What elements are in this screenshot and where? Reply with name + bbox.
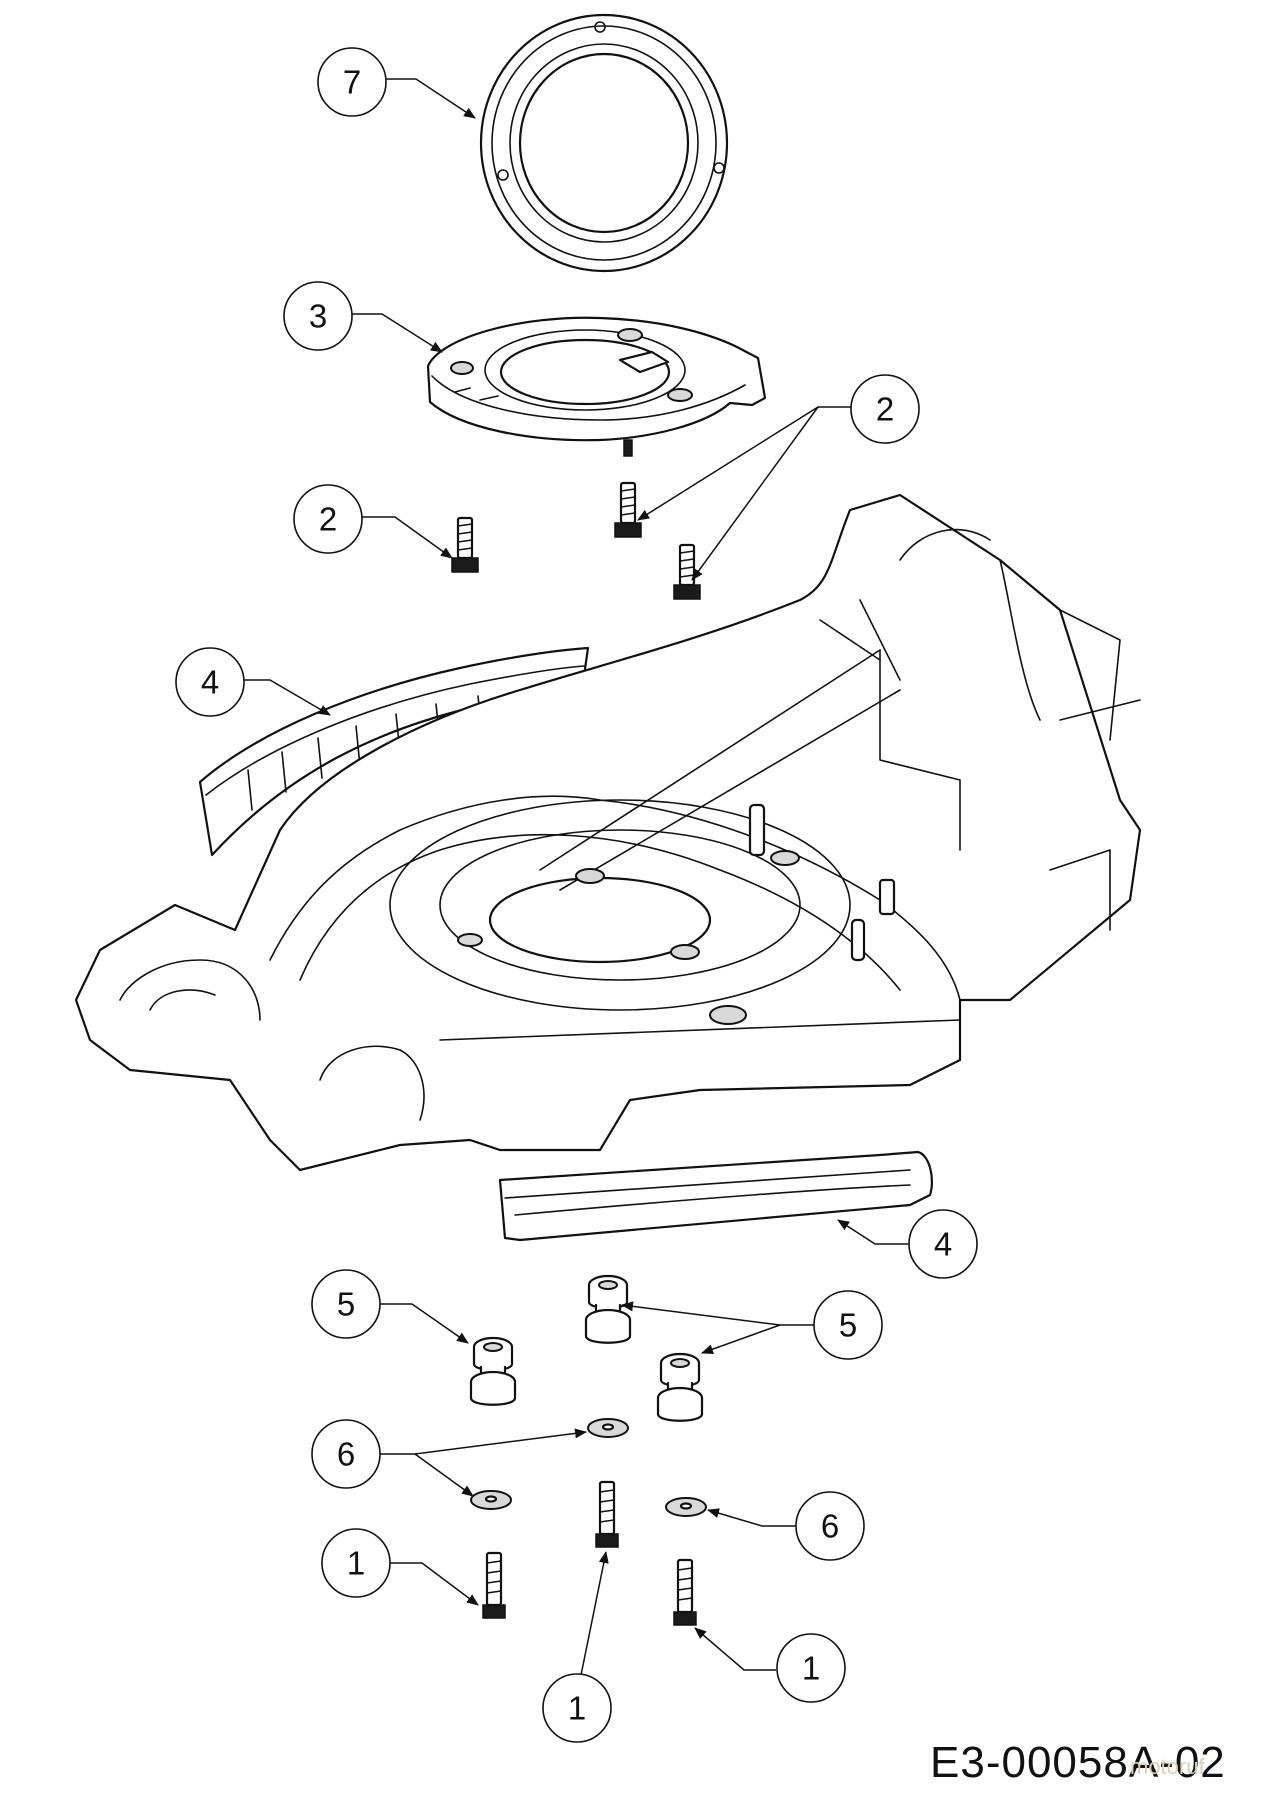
part-6-washer-left — [470, 1490, 512, 1510]
svg-text:4: 4 — [201, 664, 219, 701]
part-4-bumper-front — [498, 1150, 934, 1242]
part-2-screw-middle — [614, 481, 642, 538]
svg-text:6: 6 — [821, 1508, 839, 1545]
svg-text:7: 7 — [343, 64, 361, 101]
part-1-bolt-right — [673, 1558, 697, 1626]
part-1-bolt-left — [482, 1551, 506, 1619]
svg-text:6: 6 — [337, 1436, 355, 1473]
part-1-bolt-middle — [595, 1480, 619, 1548]
callout-5-right: 5 — [813, 1290, 883, 1360]
part-6-washer-right — [665, 1497, 707, 1517]
callout-3: 3 — [283, 281, 353, 351]
part-5-grommet-left — [469, 1336, 517, 1406]
callout-2-left: 2 — [293, 484, 363, 554]
part-7-ring-seal — [479, 13, 729, 273]
svg-text:5: 5 — [839, 1307, 857, 1344]
svg-text:1: 1 — [802, 1650, 820, 1687]
watermark-text: motoruf — [1130, 1754, 1205, 1779]
drawing-code: E3-00058A-02 — [930, 1738, 1226, 1787]
svg-text:1: 1 — [347, 1545, 365, 1582]
part-6-washer-top — [587, 1418, 629, 1438]
svg-text:4: 4 — [934, 1226, 952, 1263]
leader-lines — [238, 78, 909, 1686]
part-5-grommet-top — [584, 1274, 632, 1344]
part-2-screw-left — [451, 516, 479, 573]
callout-6-right: 6 — [795, 1491, 865, 1561]
svg-text:2: 2 — [876, 391, 894, 428]
svg-text:2: 2 — [319, 501, 337, 538]
part-3-deflector-plate — [426, 316, 767, 457]
callout-4-lower: 4 — [908, 1209, 978, 1279]
callout-2-right: 2 — [850, 374, 920, 444]
mower-deck-housing — [74, 493, 1142, 1172]
callout-4-upper: 4 — [175, 647, 245, 717]
svg-text:5: 5 — [337, 1286, 355, 1323]
part-5-grommet-right — [656, 1352, 704, 1422]
svg-text:3: 3 — [309, 298, 327, 335]
part-2-screw-right — [673, 543, 701, 600]
callout-6-left: 6 — [311, 1419, 381, 1489]
svg-text:1: 1 — [568, 1690, 586, 1727]
callout-1-bottom: 1 — [542, 1673, 612, 1743]
callout-1-right: 1 — [776, 1633, 846, 1703]
callout-5-left: 5 — [311, 1269, 381, 1339]
callout-7: 7 — [317, 47, 387, 117]
callout-1-left: 1 — [321, 1528, 391, 1598]
